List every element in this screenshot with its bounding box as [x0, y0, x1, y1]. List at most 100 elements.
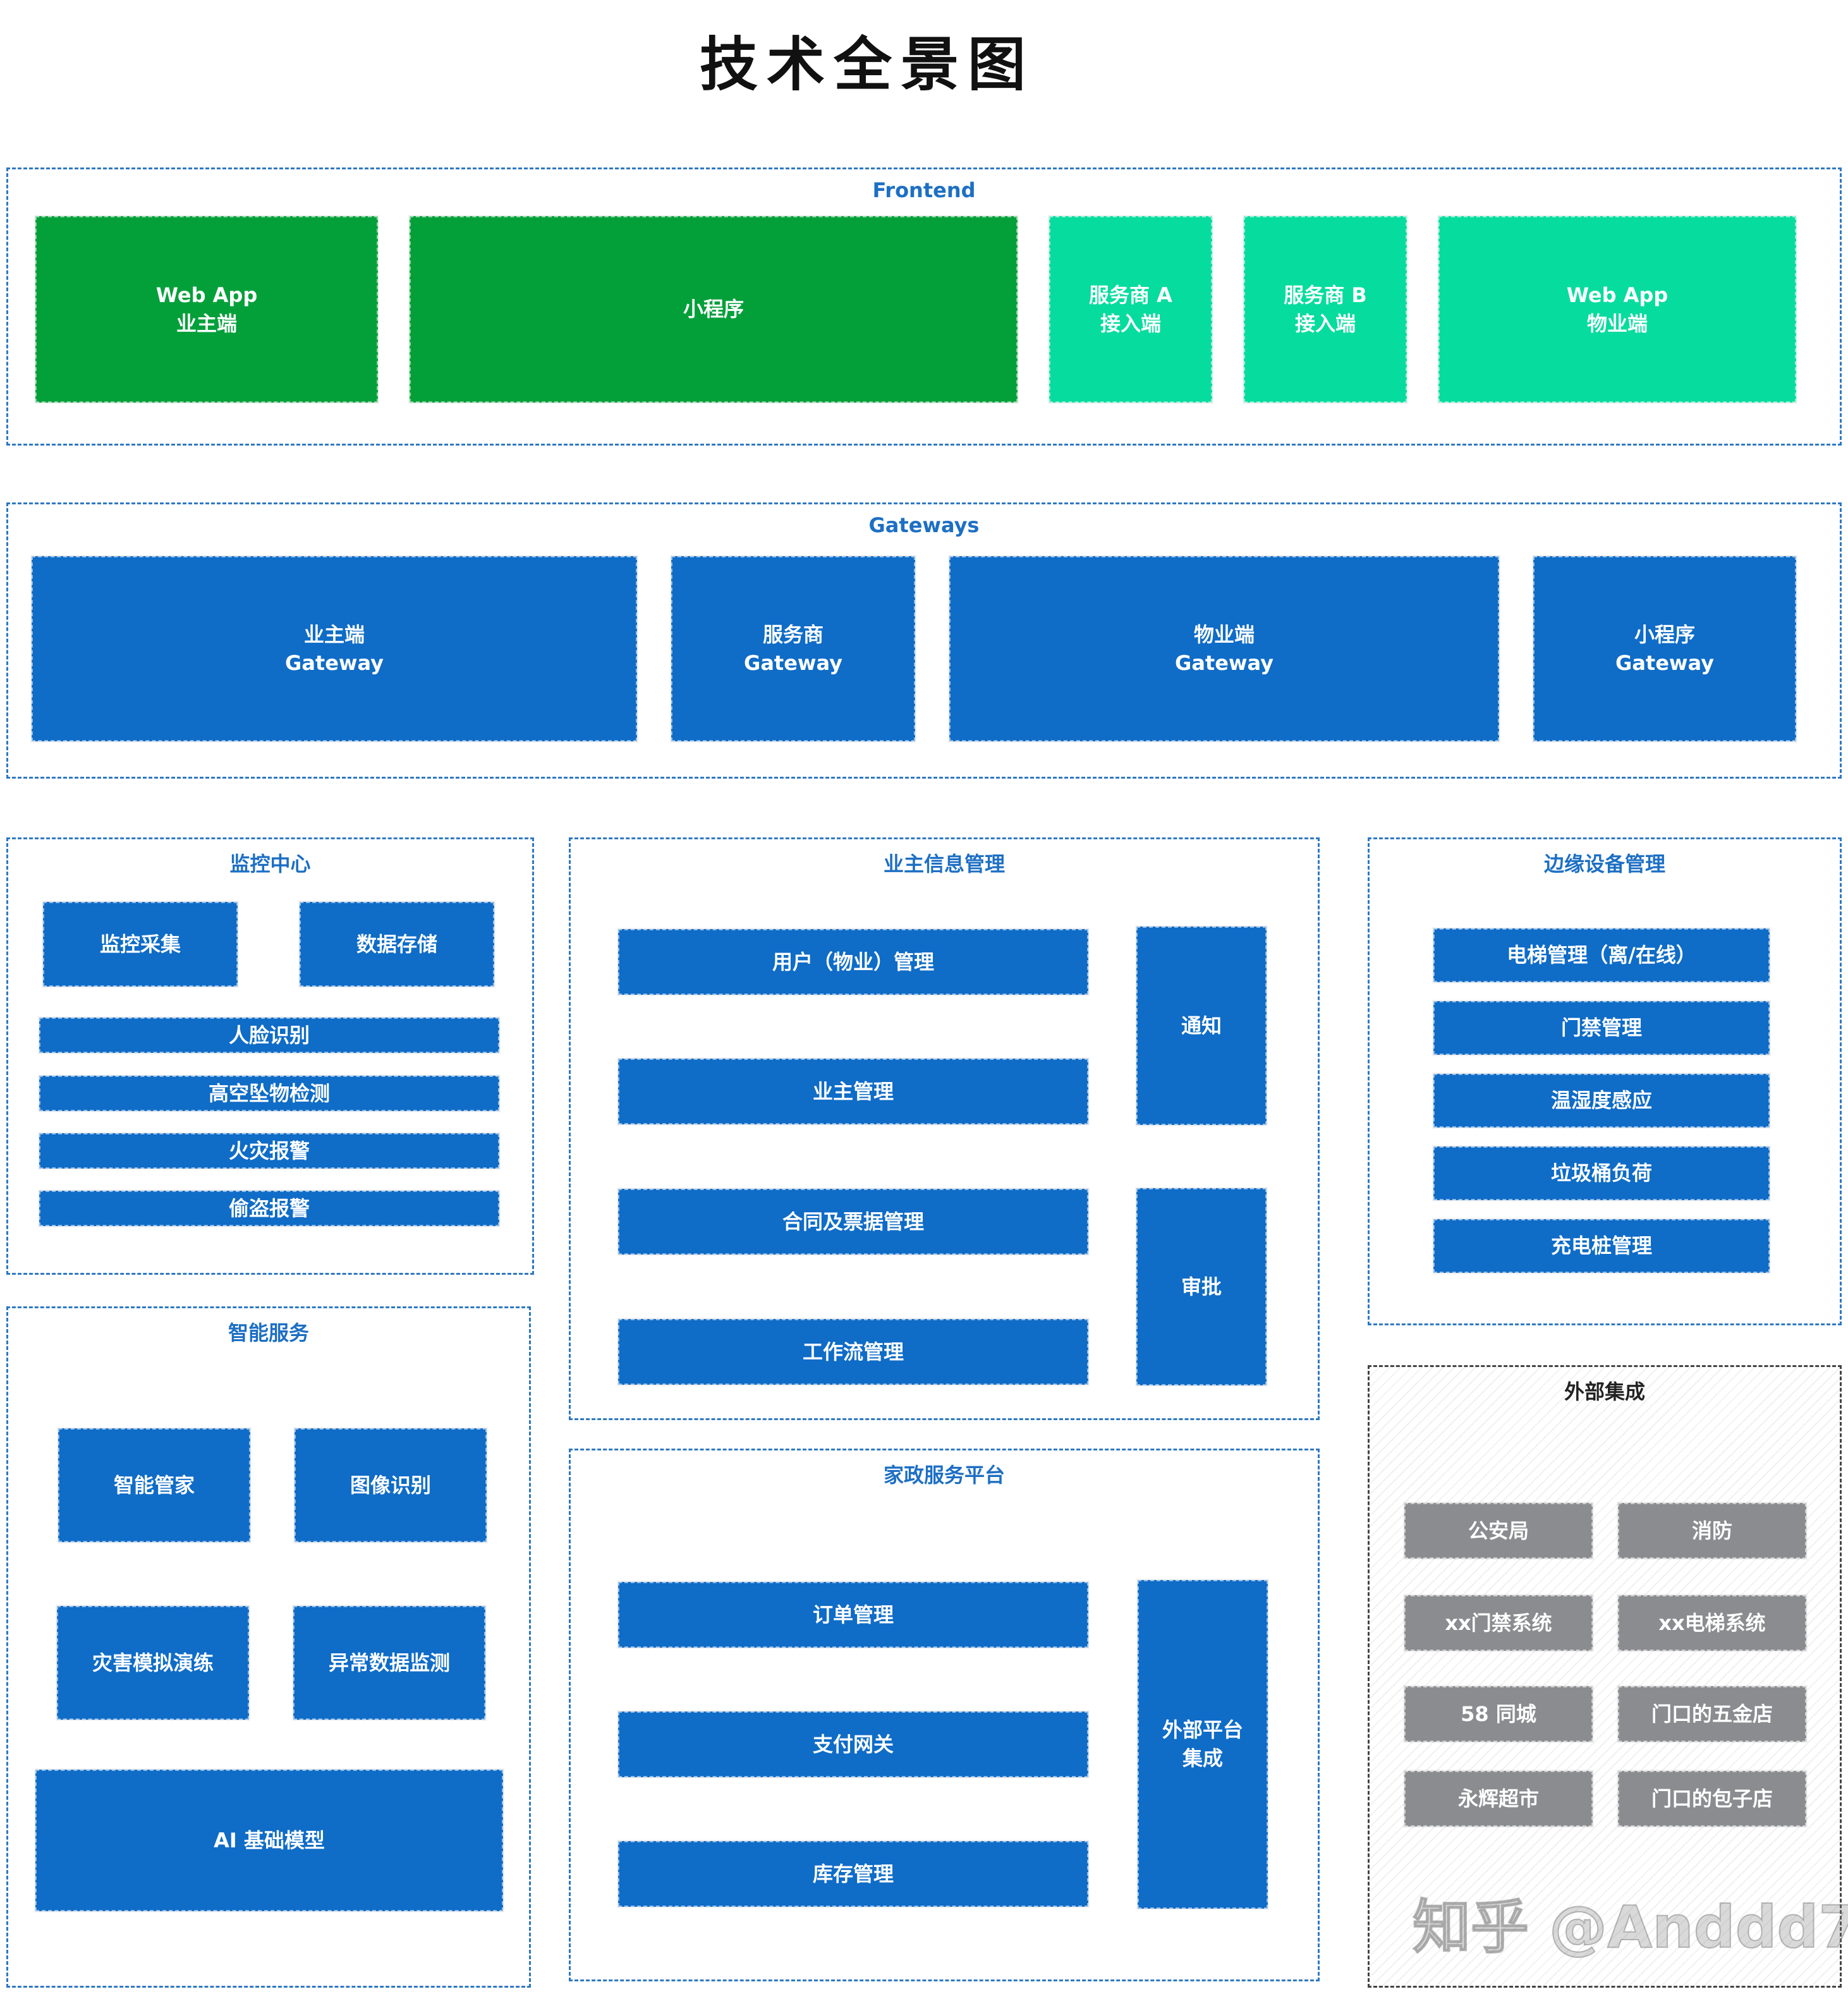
frontend-webapp-property[interactable]: Web App 物业端	[1437, 215, 1797, 404]
home-group: 家政服务平台	[569, 1449, 1320, 1981]
gateway-provider-text: 服务商 Gateway	[744, 622, 842, 675]
monitor-theft[interactable]: 偷盗报警	[38, 1189, 501, 1227]
edge-elevator[interactable]: 电梯管理（离/在线）	[1432, 927, 1771, 983]
external-58-tongcheng-text: 58 同城	[1461, 1701, 1536, 1726]
edge-label: 边缘设备管理	[1543, 852, 1665, 876]
edge-trash-text: 垃圾桶负荷	[1550, 1161, 1652, 1186]
monitor-storage-text: 数据存储	[356, 932, 437, 956]
external-hardware-store[interactable]: 门口的五金店	[1617, 1685, 1808, 1743]
page-title: 技术全景图	[699, 31, 1035, 99]
edge-group: 边缘设备管理	[1368, 837, 1842, 1325]
gateways-label: Gateways	[868, 513, 980, 537]
external-police-text: 公安局	[1468, 1518, 1529, 1543]
monitor-falling[interactable]: 高空坠物检测	[38, 1074, 501, 1112]
owner-owner-mgmt-text: 业主管理	[812, 1079, 894, 1103]
external-police[interactable]: 公安局	[1403, 1502, 1594, 1560]
edge-charging-text: 充电桩管理	[1550, 1234, 1652, 1258]
home-order-mgmt-text: 订单管理	[812, 1602, 894, 1627]
external-hardware-store-text: 门口的五金店	[1651, 1701, 1773, 1726]
home-payment-gateway-text: 支付网关	[812, 1732, 894, 1756]
edge-temperature-text: 温湿度感应	[1550, 1088, 1652, 1113]
owner-workflow-mgmt[interactable]: 工作流管理	[617, 1318, 1090, 1386]
frontend-provider-b[interactable]: 服务商 B 接入端	[1243, 215, 1408, 404]
owner-approval[interactable]: 审批	[1135, 1187, 1268, 1387]
external-yonghui-text: 永辉超市	[1457, 1786, 1539, 1811]
smart-anomaly-detect[interactable]: 异常数据监测	[292, 1605, 487, 1721]
owner-user-mgmt[interactable]: 用户（物业）管理	[617, 928, 1090, 996]
monitor-theft-text: 偷盗报警	[228, 1196, 310, 1220]
external-group: 外部集成	[1368, 1365, 1842, 1988]
frontend-webapp-owner-text: Web App 业主端	[155, 283, 258, 336]
home-inventory-mgmt[interactable]: 库存管理	[617, 1840, 1090, 1908]
home-payment-gateway[interactable]: 支付网关	[617, 1710, 1090, 1778]
owner-contract-mgmt[interactable]: 合同及票据管理	[617, 1188, 1090, 1256]
gateway-property[interactable]: 物业端 Gateway	[948, 555, 1500, 743]
gateway-mini-program-text: 小程序 Gateway	[1615, 622, 1714, 675]
smart-disaster-drill[interactable]: 灾害模拟演练	[56, 1605, 250, 1721]
frontend-label: Frontend	[872, 178, 976, 202]
smart-butler[interactable]: 智能管家	[57, 1427, 252, 1543]
owner-info-group: 业主信息管理	[569, 837, 1320, 1420]
smart-butler-text: 智能管家	[113, 1473, 195, 1497]
external-access-system-text: xx门禁系统	[1445, 1610, 1552, 1635]
gateway-owner-text: 业主端 Gateway	[285, 622, 384, 675]
smart-disaster-drill-text: 灾害模拟演练	[92, 1650, 214, 1675]
monitor-face[interactable]: 人脸识别	[38, 1016, 501, 1054]
owner-contract-mgmt-text: 合同及票据管理	[782, 1209, 924, 1234]
gateways-group: Gateways	[6, 502, 1842, 779]
frontend-provider-b-text: 服务商 B 接入端	[1284, 283, 1367, 336]
home-label: 家政服务平台	[883, 1463, 1005, 1487]
edge-charging[interactable]: 充电桩管理	[1432, 1218, 1771, 1274]
external-bun-shop[interactable]: 门口的包子店	[1617, 1770, 1808, 1828]
watermark: 知乎 @Anddd7	[1412, 1893, 1848, 1962]
monitor-fire-text: 火灾报警	[228, 1138, 310, 1163]
owner-info-label: 业主信息管理	[883, 852, 1005, 876]
external-yonghui[interactable]: 永辉超市	[1403, 1770, 1594, 1828]
owner-approval-text: 审批	[1181, 1274, 1222, 1299]
home-external-platform[interactable]: 外部平台 集成	[1136, 1579, 1269, 1910]
external-label: 外部集成	[1564, 1380, 1645, 1404]
external-58-tongcheng[interactable]: 58 同城	[1403, 1685, 1594, 1743]
smart-image-recognition[interactable]: 图像识别	[293, 1427, 488, 1543]
smart-group: 智能服务	[6, 1306, 531, 1988]
home-external-platform-text: 外部平台 集成	[1162, 1718, 1243, 1770]
frontend-group: Frontend	[6, 167, 1842, 446]
external-access-system[interactable]: xx门禁系统	[1403, 1594, 1594, 1652]
frontend-provider-a-text: 服务商 A 接入端	[1089, 283, 1172, 336]
edge-trash[interactable]: 垃圾桶负荷	[1432, 1145, 1771, 1201]
smart-ai-model-text: AI 基础模型	[214, 1828, 325, 1852]
external-bun-shop-text: 门口的包子店	[1651, 1786, 1773, 1811]
frontend-mini-program-text: 小程序	[683, 297, 744, 322]
monitor-fire[interactable]: 火灾报警	[38, 1132, 501, 1170]
monitor-face-text: 人脸识别	[228, 1023, 310, 1047]
home-order-mgmt[interactable]: 订单管理	[617, 1581, 1090, 1649]
gateway-provider[interactable]: 服务商 Gateway	[670, 555, 916, 743]
external-elevator-system-text: xx电梯系统	[1658, 1610, 1766, 1635]
external-fire-dept[interactable]: 消防	[1617, 1502, 1808, 1560]
owner-notify[interactable]: 通知	[1135, 925, 1268, 1126]
smart-label: 智能服务	[228, 1321, 309, 1345]
owner-notify-text: 通知	[1181, 1013, 1222, 1038]
monitor-storage[interactable]: 数据存储	[298, 901, 495, 988]
monitor-collect[interactable]: 监控采集	[42, 901, 239, 988]
external-elevator-system[interactable]: xx电梯系统	[1617, 1594, 1808, 1652]
smart-ai-model[interactable]: AI 基础模型	[34, 1768, 504, 1912]
smart-anomaly-detect-text: 异常数据监测	[328, 1650, 450, 1675]
gateway-mini-program[interactable]: 小程序 Gateway	[1532, 555, 1797, 743]
owner-owner-mgmt[interactable]: 业主管理	[617, 1057, 1090, 1126]
edge-temperature[interactable]: 温湿度感应	[1432, 1073, 1771, 1129]
frontend-webapp-property-text: Web App 物业端	[1566, 283, 1669, 336]
monitor-collect-text: 监控采集	[99, 932, 181, 956]
frontend-provider-a[interactable]: 服务商 A 接入端	[1048, 215, 1213, 404]
frontend-mini-program[interactable]: 小程序	[408, 215, 1019, 404]
gateway-property-text: 物业端 Gateway	[1175, 622, 1274, 675]
external-fire-dept-text: 消防	[1691, 1518, 1732, 1543]
frontend-webapp-owner[interactable]: Web App 业主端	[34, 215, 379, 404]
monitor-label: 监控中心	[229, 852, 311, 876]
edge-access-text: 门禁管理	[1560, 1016, 1642, 1040]
monitor-falling-text: 高空坠物检测	[208, 1081, 330, 1105]
home-inventory-mgmt-text: 库存管理	[812, 1861, 894, 1886]
edge-access[interactable]: 门禁管理	[1432, 1000, 1771, 1056]
edge-elevator-text: 电梯管理（离/在线）	[1507, 943, 1696, 968]
gateway-owner[interactable]: 业主端 Gateway	[30, 555, 638, 743]
